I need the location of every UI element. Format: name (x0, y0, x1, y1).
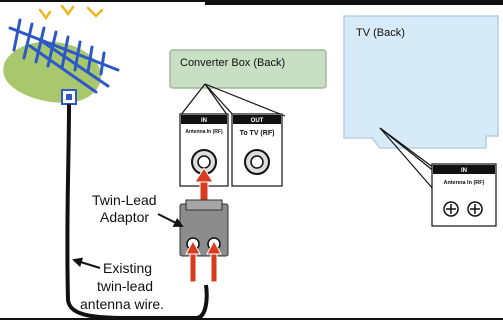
converter-out-header: OUT (251, 118, 264, 124)
adaptor-label: Twin-Lead Adaptor (92, 192, 160, 225)
wire-pointer (72, 257, 101, 269)
twin-lead-wire (65, 103, 209, 320)
top-border (0, 0, 503, 2)
converter-box-title: Converter Box (Back) (180, 57, 285, 69)
wire-label: Existing twin-lead antenna wire. (80, 260, 164, 312)
signal-arrow-up-icon (194, 167, 214, 209)
bottom-border (0, 318, 503, 320)
converter-in-label: Antenna In (RF) (185, 129, 223, 135)
wire-arrows-icon (185, 239, 222, 283)
converter-in-header: IN (201, 118, 207, 124)
adaptor-body (179, 203, 229, 257)
top-border-thick (205, 2, 503, 5)
tv: TV (Back) IN Antenna In (RF) (343, 15, 499, 227)
tv-in-panel (431, 163, 497, 227)
antenna (3, 4, 120, 105)
tv-in-header: IN (461, 168, 467, 174)
twin-lead-adaptor (179, 199, 229, 283)
converter-out-label: To TV (RF) (240, 130, 275, 137)
antenna-elements (8, 18, 120, 94)
signal-lightning-icon (38, 4, 104, 21)
converter-box: Converter Box (Back) IN Antenna In (RF) … (169, 49, 327, 187)
converter-box-body (169, 49, 327, 89)
tv-in-label: Antenna In (RF) (444, 180, 485, 186)
tv-title: TV (Back) (356, 27, 405, 39)
tv-body (343, 15, 499, 149)
adaptor-pointer (157, 213, 184, 227)
